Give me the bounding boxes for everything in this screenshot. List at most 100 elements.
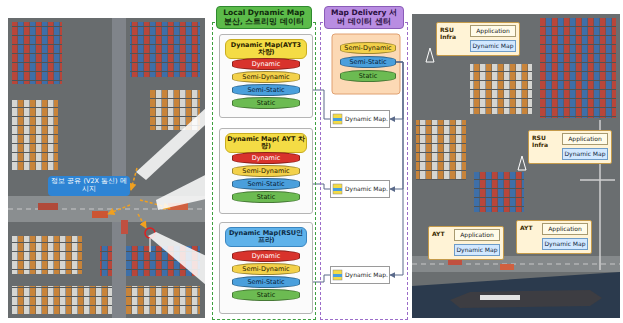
- map-icon: [333, 270, 342, 280]
- dynamic-map-node: Dynamic Map.: [330, 180, 390, 198]
- node-text: RSU Infra: [532, 135, 562, 148]
- map-layer: Semi-Dynamic: [232, 165, 300, 177]
- container-stack: [474, 172, 524, 212]
- rsu-tower: [518, 156, 526, 170]
- map-layer: Static: [232, 289, 300, 301]
- node-text: Semi-Static: [233, 277, 299, 287]
- truck: [121, 220, 128, 234]
- node-text: Static: [233, 192, 299, 202]
- callout-wedge: [136, 96, 219, 180]
- application-box: Application: [454, 229, 500, 241]
- node-text: AYT: [432, 231, 454, 238]
- node-text: Dynamic Map: [563, 149, 607, 159]
- node-text: RSU Infra: [440, 27, 470, 40]
- motion-arrow: [131, 168, 137, 190]
- node-text: Application: [543, 224, 587, 234]
- map-layer: Semi-Dynamic: [232, 263, 300, 275]
- node-text: Dynamic Map: [471, 41, 515, 51]
- group-panel: Map Delivery 서버 데이터 센터Semi-DynamicSemi-S…: [320, 22, 408, 320]
- rsu-infra-box: RSU InfraApplicationDynamic Map: [436, 22, 520, 56]
- crane: [580, 179, 615, 181]
- map-icon: [333, 274, 342, 277]
- node-text: Dynamic: [233, 153, 299, 163]
- node-text: Static: [233, 290, 299, 300]
- container-stack: [12, 100, 58, 170]
- application-box: Application: [562, 133, 608, 145]
- node-text: Dynamic Map(RSU인프라): [225, 227, 307, 247]
- lane-line: [412, 264, 620, 265]
- map-layer: Dynamic: [232, 58, 300, 70]
- node-text: Semi-Static: [341, 57, 395, 67]
- truck: [500, 264, 514, 270]
- box-fill: [330, 110, 390, 130]
- rsu-tower: [426, 48, 434, 62]
- dynamic-map-chip: Dynamic Map: [470, 40, 516, 52]
- node-text: Dynamic Map( AYT 차량): [225, 133, 307, 153]
- truck: [92, 211, 108, 218]
- map-layer: Semi-Static: [232, 84, 300, 96]
- dynamic-map-node: Dynamic Map.: [330, 266, 390, 284]
- map-layer: Dynamic: [232, 152, 300, 164]
- node-text: Dynamic Map.: [345, 111, 389, 127]
- node-text: Dynamic: [233, 251, 299, 261]
- ship: [450, 290, 602, 308]
- container-stack: [540, 18, 616, 118]
- dynamic-map-box: Dynamic Map( AYT 차량)DynamicSemi-DynamicS…: [219, 128, 313, 214]
- map-layer: Static: [340, 70, 396, 82]
- node-text: Dynamic Map.: [345, 267, 389, 283]
- application-box: Application: [470, 25, 516, 37]
- node-text: Semi-Dynamic: [233, 72, 299, 82]
- node-text: Dynamic Map.: [345, 181, 389, 197]
- map-icon: [333, 114, 342, 280]
- node-text: Application: [455, 230, 499, 240]
- rsu-infra-box: RSU InfraApplicationDynamic Map: [528, 130, 612, 164]
- map-icon: [333, 118, 342, 121]
- motion-arrow: [108, 205, 130, 214]
- node-text: Application: [471, 26, 515, 36]
- aerial-photo: [412, 14, 620, 318]
- node-text: Static: [233, 98, 299, 108]
- container-stack: [12, 286, 200, 314]
- application-box: Application: [542, 223, 588, 235]
- map-icon: [333, 114, 342, 124]
- dynamic-map-chip: Dynamic Map: [562, 148, 608, 160]
- node-text: Dynamic Map: [455, 245, 499, 255]
- node-text: Semi-Static: [233, 85, 299, 95]
- map-layer: Static: [232, 191, 300, 203]
- box-fill: [330, 266, 390, 286]
- container-stack: [12, 236, 82, 274]
- connector: [390, 62, 403, 189]
- ship-deck: [480, 295, 520, 300]
- node-text: Dynamic: [233, 59, 299, 69]
- server-box: [332, 34, 400, 94]
- connector: [390, 62, 403, 275]
- node-text: AYT: [520, 225, 542, 232]
- truck: [38, 203, 58, 210]
- box-fill: [330, 180, 390, 200]
- callout-label: 정보 공유 (V2X 통신) 메시지: [48, 176, 130, 196]
- node-text: Semi-Dynamic: [233, 264, 299, 274]
- aerial-photo: [8, 18, 205, 318]
- dynamic-map-chip: Dynamic Map: [454, 244, 500, 256]
- map-icon: [333, 184, 342, 194]
- group-panel: Local Dynamic Map 분산, 스트리밍 데이터Dynamic Ma…: [212, 22, 316, 320]
- node-text: Map Delivery 서버 데이터 센터: [324, 6, 404, 29]
- ayt-box: AYTApplicationDynamic Map: [516, 220, 592, 254]
- motion-arrow: [138, 214, 146, 228]
- node-text: Semi-Dynamic: [233, 166, 299, 176]
- ayt-box: AYTApplicationDynamic Map: [428, 226, 504, 260]
- map-icon: [333, 188, 342, 191]
- map-layer: Semi-Static: [232, 276, 300, 288]
- water: [412, 272, 620, 318]
- dynamic-map-box: Dynamic Map(RSU인프라) DynamicSemi-DynamicSe…: [219, 222, 313, 314]
- map-layer: Dynamic: [232, 250, 300, 262]
- dynamic-map-node: Dynamic Map.: [330, 110, 390, 128]
- rsu-pole: [149, 238, 150, 252]
- node-text: 정보 공유 (V2X 통신) 메시지: [51, 178, 127, 194]
- node-text: Dynamic Map(AYT3 차량): [225, 39, 307, 59]
- dynamic-map-box: Dynamic Map(AYT3 차량)DynamicSemi-DynamicS…: [219, 34, 313, 118]
- dynamic-map-chip: Dynamic Map: [542, 238, 588, 250]
- map-layer: Semi-Dynamic: [340, 42, 396, 54]
- node-text: Local Dynamic Map 분산, 스트리밍 데이터: [216, 6, 312, 29]
